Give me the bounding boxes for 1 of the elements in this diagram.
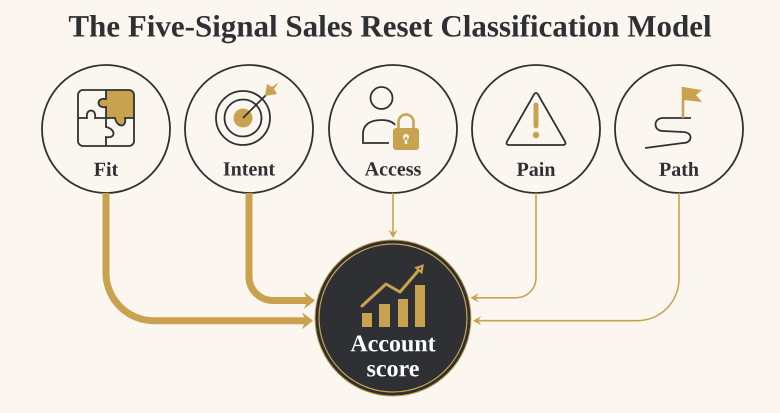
title: The Five-Signal Sales Reset Classification Model	[68, 14, 712, 44]
